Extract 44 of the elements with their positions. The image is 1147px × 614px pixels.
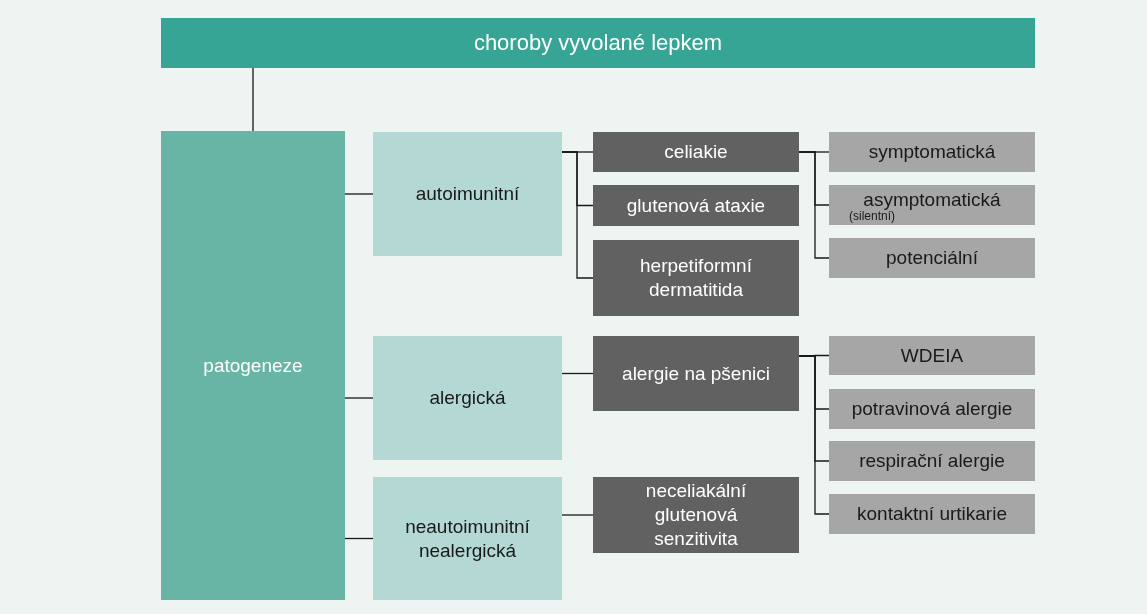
category-box xyxy=(373,132,562,256)
category-box xyxy=(373,336,562,460)
connector-line xyxy=(561,514,594,516)
connector-line xyxy=(798,151,830,259)
node-label: WDEIA xyxy=(899,343,965,368)
node-label: patogeneze xyxy=(202,353,304,378)
node-label: asymptomatická xyxy=(862,188,1002,212)
subtype-box xyxy=(829,185,1035,225)
subtype-box xyxy=(829,132,1035,172)
connector-line xyxy=(252,67,254,132)
subtype-box xyxy=(829,389,1035,429)
connector-line xyxy=(344,537,374,540)
node-label: potenciální xyxy=(885,246,979,270)
disease-box xyxy=(593,336,799,411)
node-note: (silentní) xyxy=(848,209,895,222)
connector-line xyxy=(798,355,830,515)
disease-box xyxy=(593,132,799,172)
node-label: kontaktní urtikarie xyxy=(856,502,1008,526)
node-label: potravinová alergie xyxy=(850,397,1014,421)
connector-line xyxy=(561,372,594,375)
subtype-box xyxy=(829,336,1035,375)
subtype-box xyxy=(829,238,1035,278)
node-label: autoimunitní xyxy=(414,182,521,206)
subtype-box xyxy=(829,441,1035,481)
disease-box xyxy=(593,477,799,553)
node-label: celiakie xyxy=(663,140,729,164)
subtype-box xyxy=(829,494,1035,534)
connector-line xyxy=(344,193,374,195)
disease-box xyxy=(593,240,799,316)
node-label: symptomatická xyxy=(867,140,997,164)
category-box xyxy=(373,477,562,600)
node-label: respirační alergie xyxy=(858,449,1006,473)
disease-box xyxy=(593,185,799,226)
node-label: alergie na pšenici xyxy=(621,361,771,386)
node-label: choroby vyvolané lepkem xyxy=(472,29,724,57)
connector-line xyxy=(344,397,374,399)
connector-line xyxy=(561,151,594,279)
node-label: alergická xyxy=(428,386,507,410)
title-bar xyxy=(161,18,1035,68)
category-box xyxy=(161,131,345,600)
node-label: neceliakální glutenová senzitivita xyxy=(644,479,748,551)
node-label: herpetiformní dermatitida xyxy=(639,254,753,302)
node-label: glutenová ataxie xyxy=(625,193,767,218)
node-label: neautoimunitní nealergická xyxy=(404,514,531,563)
